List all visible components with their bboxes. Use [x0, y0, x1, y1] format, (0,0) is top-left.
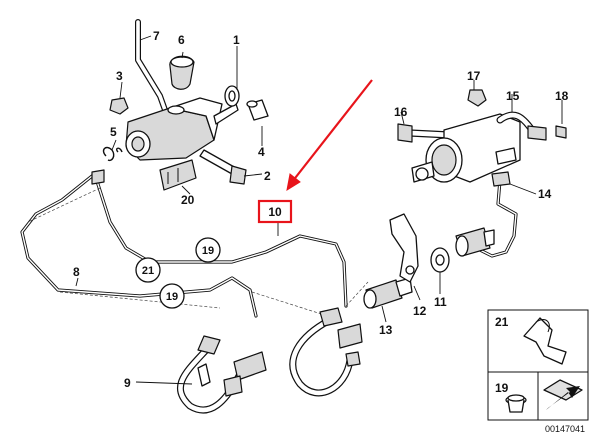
callout-15: 15 — [506, 89, 520, 103]
callout-4: 4 — [258, 145, 265, 159]
callout-6: 6 — [178, 33, 185, 47]
callout-2: 2 — [264, 169, 271, 183]
slave-cylinder-assembly — [397, 89, 567, 183]
callout-9: 9 — [124, 376, 131, 390]
master-cylinder-assembly — [102, 19, 269, 191]
callout-10: 10 — [268, 205, 282, 219]
callout-7: 7 — [153, 29, 160, 43]
inset-legend: 21 19 00147041 — [487, 309, 589, 434]
callout-11: 11 — [434, 295, 447, 309]
callout-5: 5 — [110, 125, 117, 139]
diagram-code: 00147041 — [545, 424, 585, 434]
inset-label-19: 19 — [495, 381, 509, 395]
callout-8: 8 — [73, 265, 80, 279]
callout-18: 18 — [555, 89, 569, 103]
leader-lines — [75, 35, 563, 385]
fittings-group — [363, 213, 495, 309]
inset-label-21: 21 — [495, 315, 509, 329]
clutch-pipes — [20, 169, 518, 319]
circled-callout-21: 21 — [142, 265, 154, 277]
callout-12: 12 — [413, 304, 427, 318]
circled-callouts: 19 21 19 — [135, 237, 221, 309]
callout-3: 3 — [116, 69, 123, 83]
circled-callout-19-lower: 19 — [166, 291, 178, 303]
callout-13: 13 — [379, 323, 393, 337]
callout-20: 20 — [181, 193, 195, 207]
callout-16: 16 — [394, 105, 408, 119]
flex-hoses — [176, 307, 363, 414]
callout-17: 17 — [467, 69, 481, 83]
highlighted-part-10: 10 — [257, 79, 373, 224]
callout-14: 14 — [538, 187, 552, 201]
callout-labels: 7 6 1 3 5 4 2 20 16 17 15 18 14 11 12 13… — [73, 29, 569, 390]
circled-callout-19-upper: 19 — [202, 245, 214, 257]
callout-1: 1 — [233, 33, 240, 47]
